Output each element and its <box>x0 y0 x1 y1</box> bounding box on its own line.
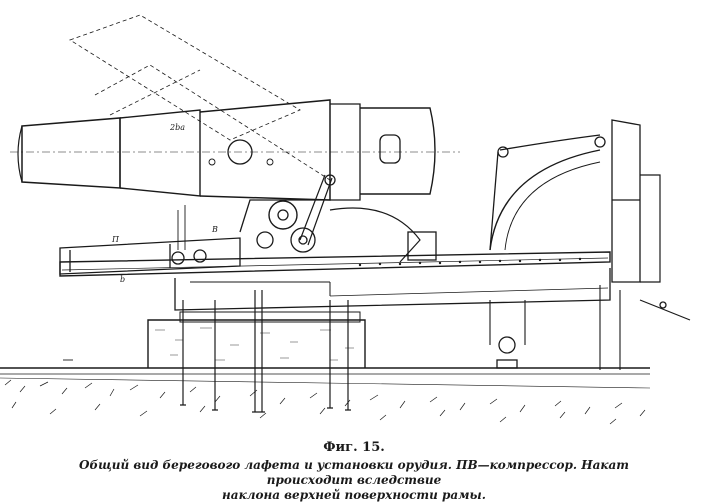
center-wheel-assembly <box>489 300 526 369</box>
anchor-bolts <box>180 290 351 413</box>
figure-caption: Общий вид берегового лафета и установки … <box>40 458 668 503</box>
annotation-v: В <box>211 225 218 234</box>
gun-carriage-drawing: 2ba П В b <box>0 14 691 425</box>
frame-rail <box>59 251 611 277</box>
caption-line-2: наклона верхней поверхности рамы. <box>222 488 486 502</box>
foundation-block <box>147 319 366 368</box>
elevating-gears <box>239 174 437 263</box>
annotation-2ba: 2ba <box>169 123 185 132</box>
annotation-b: b <box>120 275 125 284</box>
ground <box>0 367 651 425</box>
lower-frame <box>174 268 611 323</box>
rear-housing <box>599 119 691 370</box>
compressor-cylinder <box>59 237 241 275</box>
rear-arc-mechanism <box>489 134 606 251</box>
gun-barrel <box>10 99 460 201</box>
small-details <box>63 158 274 361</box>
caption-line-1: Общий вид берегового лафета и установки … <box>79 458 629 487</box>
elevated-barrel-outline <box>69 14 331 181</box>
annotation-p: П <box>111 235 120 244</box>
figure-label: Фиг. 15. <box>323 440 385 455</box>
